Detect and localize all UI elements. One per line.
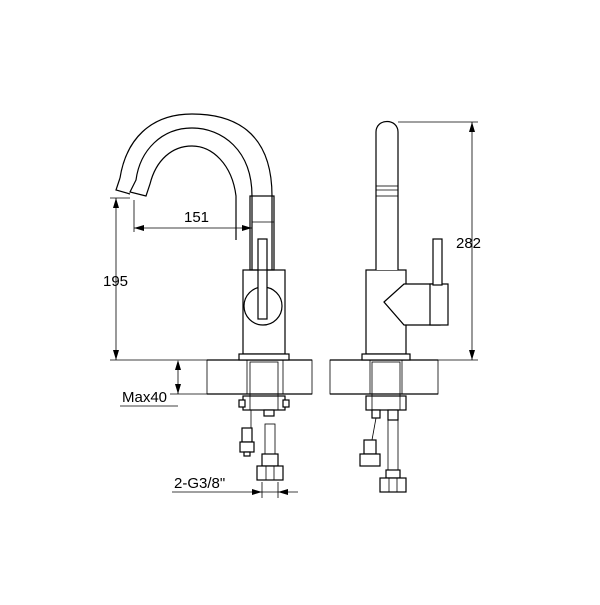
hose-fitting-left-top	[241, 427, 253, 443]
dimension-label-282: 282	[456, 235, 481, 252]
countertop-side-right	[401, 359, 439, 395]
dimension-thread: 2-G3/8"	[172, 475, 298, 498]
hose-fitting-side-left	[363, 439, 377, 455]
base-flange	[238, 353, 290, 361]
threaded-shank	[249, 361, 279, 397]
front-view	[115, 113, 313, 481]
dimension-max40: Max40	[120, 360, 207, 407]
braided-hose	[264, 423, 276, 455]
dimension-label-195: 195	[103, 273, 128, 290]
base-flange-side	[361, 353, 411, 361]
dimension-195: 195	[103, 197, 207, 361]
dimension-label-thread: 2-G3/8"	[174, 475, 225, 492]
spout-tip	[115, 177, 131, 195]
countertop-side-left	[329, 359, 371, 395]
threaded-shank-side	[371, 361, 401, 397]
dimension-label-max40: Max40	[122, 389, 167, 406]
hose-nut-side	[379, 477, 407, 493]
spout	[129, 127, 253, 270]
hose-fitting-right	[261, 453, 279, 467]
dimension-151: 151	[133, 200, 253, 238]
spout-neck	[249, 195, 275, 271]
hose-nut	[256, 465, 284, 481]
countertop-left-section	[206, 359, 248, 395]
dimension-label-151: 151	[184, 209, 209, 226]
braided-hose-side	[387, 419, 399, 471]
side-view	[329, 120, 449, 493]
dimension-282: 282	[398, 121, 481, 361]
mounting-nut	[242, 395, 286, 411]
countertop-right-section	[282, 359, 313, 395]
handle-lever	[257, 238, 268, 320]
mounting-nut-side	[365, 395, 407, 411]
handle-lever-side	[432, 238, 443, 286]
